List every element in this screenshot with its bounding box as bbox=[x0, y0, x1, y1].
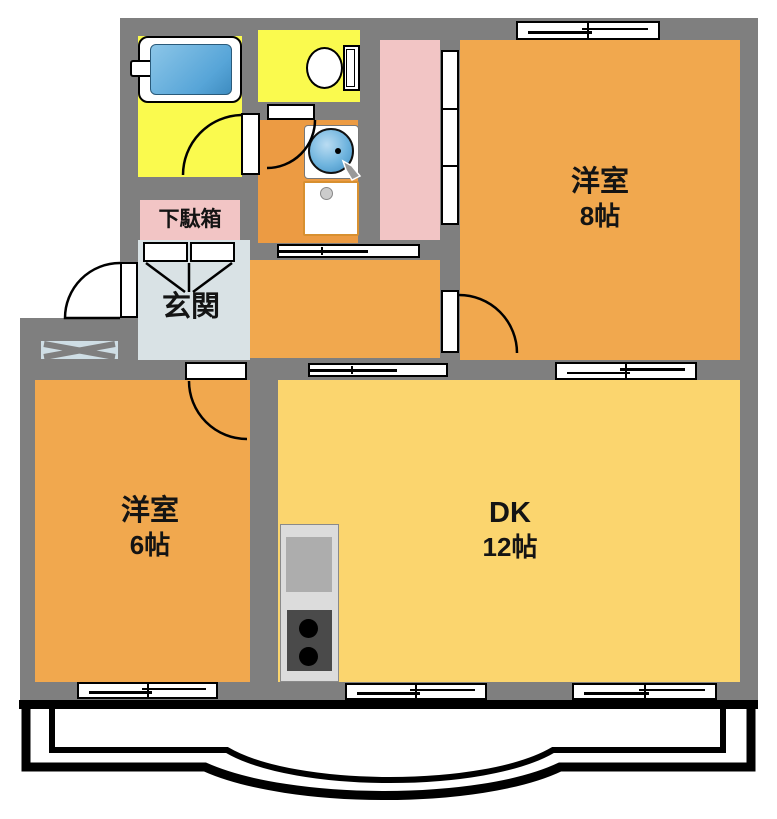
washbasin-drain bbox=[335, 148, 341, 154]
shoe-cabinet-box: 下駄箱 bbox=[140, 200, 240, 240]
kitchen-sink bbox=[286, 537, 332, 592]
hall-dk-sliding-door bbox=[308, 363, 448, 377]
hall-floor bbox=[250, 260, 440, 358]
western8-label: 洋室 8帖 bbox=[500, 166, 700, 233]
closet-sliding-door bbox=[441, 50, 459, 225]
shoe-cabinet-door-left bbox=[143, 242, 188, 262]
dk-floor bbox=[278, 380, 740, 682]
toilet-door-leaf bbox=[267, 104, 315, 120]
western6-size: 6帖 bbox=[129, 529, 171, 560]
dk-name: DK bbox=[489, 497, 531, 529]
western6-name: 洋室 bbox=[120, 495, 179, 527]
stove-burner-top bbox=[299, 619, 318, 638]
entrance-name: 玄関 bbox=[161, 291, 220, 323]
western8-dk-sliding-door bbox=[555, 362, 697, 380]
dk-size: 12帖 bbox=[482, 531, 538, 562]
balcony-outer-rail bbox=[21, 700, 756, 800]
western6-door-leaf bbox=[185, 362, 247, 380]
western8-name: 洋室 bbox=[570, 166, 629, 198]
pipe-shaft bbox=[41, 341, 118, 359]
balcony-inner-rail bbox=[49, 700, 726, 783]
dk-window-left bbox=[345, 683, 487, 700]
washbasin-bowl bbox=[308, 128, 354, 174]
shoe-cabinet-door-right bbox=[190, 242, 235, 262]
western6-label: 洋室 6帖 bbox=[50, 495, 250, 562]
stove-burner-bottom bbox=[299, 647, 318, 666]
dk-label: DK 12帖 bbox=[410, 497, 610, 564]
washroom-sliding-door bbox=[277, 244, 420, 258]
balcony-top-edge bbox=[19, 700, 758, 709]
western8-size: 8帖 bbox=[579, 200, 621, 231]
toilet-tank-inner bbox=[346, 49, 355, 87]
dk-window-right bbox=[572, 683, 717, 700]
washing-machine-drain bbox=[320, 187, 333, 200]
toilet-bowl bbox=[306, 47, 343, 89]
bath-door-leaf bbox=[241, 113, 260, 175]
western6-window bbox=[77, 682, 218, 699]
entrance-door-leaf bbox=[120, 262, 138, 318]
closet-strip-floor bbox=[380, 40, 440, 240]
entrance-label: 玄関 bbox=[141, 291, 241, 325]
western8-door-leaf bbox=[441, 290, 459, 353]
bathtub-water bbox=[150, 44, 232, 95]
shoe-cabinet-label: 下駄箱 bbox=[158, 208, 222, 231]
entrance-door-arc bbox=[63, 261, 121, 320]
western8-top-window bbox=[516, 21, 660, 40]
